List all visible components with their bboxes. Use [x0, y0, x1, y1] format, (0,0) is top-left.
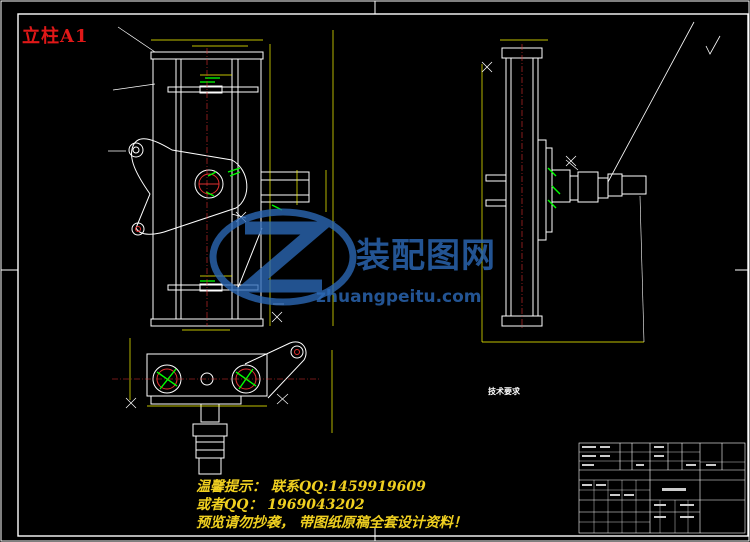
title-block: [578, 442, 746, 534]
notice-line-3: 预览请勿抄袭， 带图纸原稿全套设计资料！: [196, 515, 467, 531]
title-block-fine-text: [582, 446, 716, 518]
watermark-logo-icon: [209, 208, 357, 306]
border-frame: [17, 13, 749, 537]
tech-requirements-heading: 技术要求: [488, 387, 520, 396]
drawing-title: 立柱A1: [22, 26, 89, 47]
top-view: [112, 338, 333, 475]
notice-line-1: 温馨提示： 联系QQ:1459919609: [196, 479, 426, 495]
side-view: [481, 21, 721, 343]
watermark-brand-cn: 装配图网: [356, 236, 496, 276]
watermark-brand-url: zhuangpeitu.com: [316, 287, 482, 307]
notice-line-2: 或者QQ： 1969043202: [196, 497, 365, 513]
